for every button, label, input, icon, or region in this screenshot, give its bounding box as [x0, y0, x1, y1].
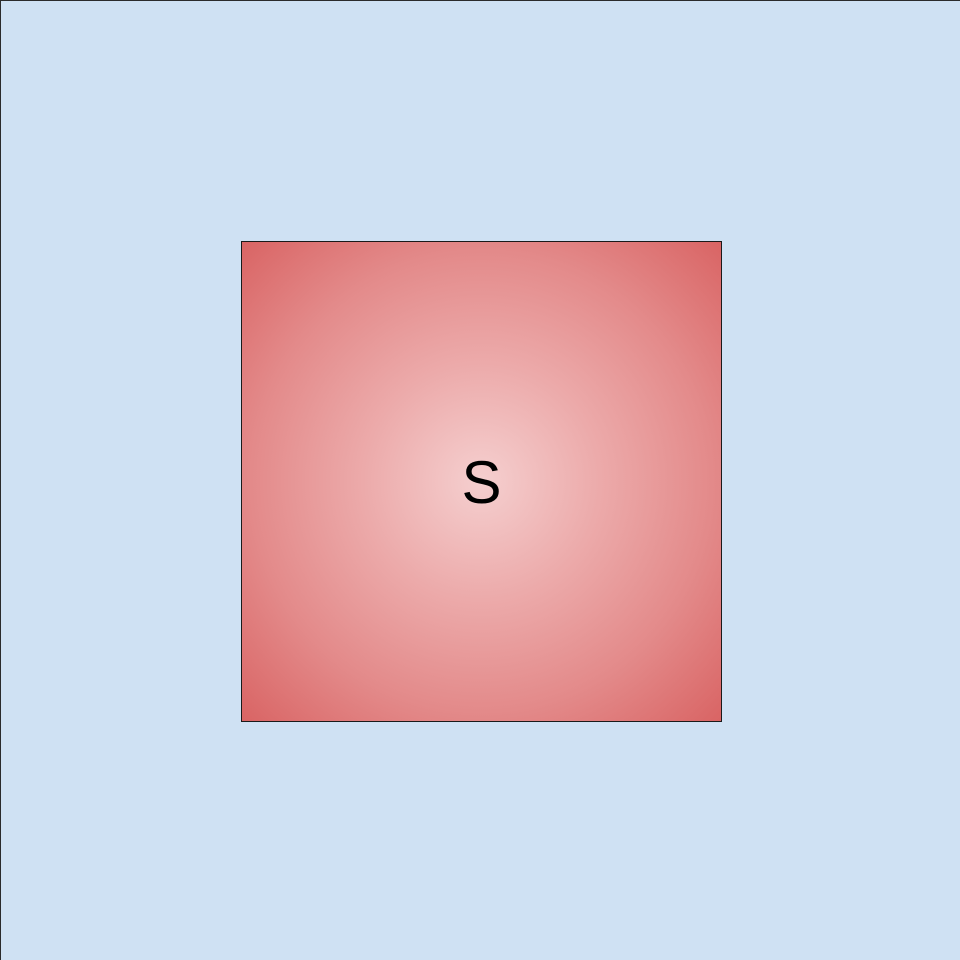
- node-s-label: S: [461, 448, 502, 516]
- node-s-square[interactable]: S: [241, 241, 722, 722]
